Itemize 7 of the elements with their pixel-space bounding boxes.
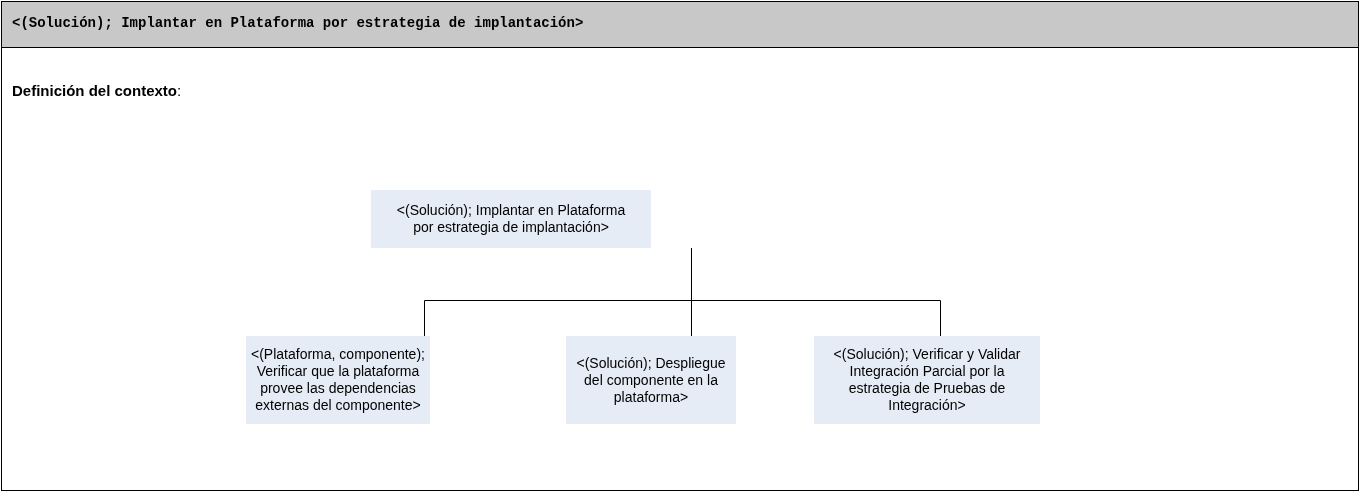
process-box: <(Solución); Implantar en Plataforma por estrategia de implantación> [371,190,651,248]
connector-line [691,247,941,337]
process-box: <(Solución); Verificar y Validar Integración Parcial por la estrategia de Pruebas de Integración> [814,336,1040,424]
process-box: <(Plataforma, componente); Verificar que la plataforma provee las dependencias externas del componente> [246,336,430,424]
section-heading: Definición del contexto: [12,82,182,99]
title: <(Solución); Implantar en Plataforma por estrategia de implantación> [12,15,584,31]
process-box: <(Solución); Despliegue del componente en la plataforma> [566,336,736,424]
